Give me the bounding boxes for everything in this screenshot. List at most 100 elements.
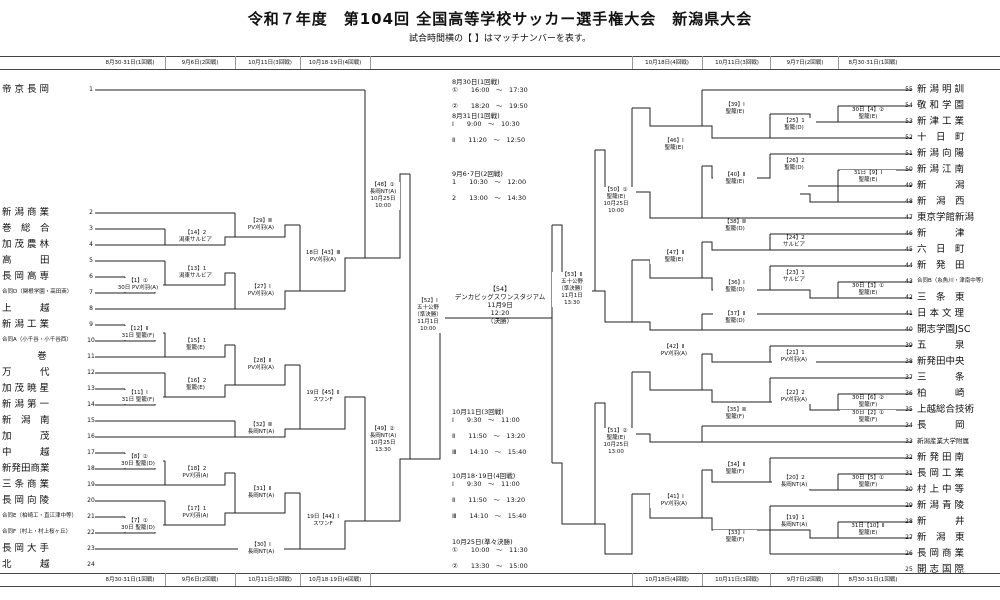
match-label: 【53】Ⅱ 五十公野 （準決勝） 11月1日 13:30	[552, 272, 592, 307]
team-name: 五 泉	[917, 340, 965, 351]
team-seed: 8	[89, 305, 93, 312]
team-name: 新 潟 工 業	[2, 319, 50, 330]
team-name: 三 条 商 業	[2, 479, 50, 490]
team-seed: 43	[905, 278, 913, 285]
schedule-block: 8月30日(1回戦) ① 16:00 ～ 17:30 ② 18:20 ～ 19:…	[452, 78, 528, 110]
match-label: 【32】Ⅲ 長岡NT(A)	[238, 422, 284, 436]
team-seed: 9	[89, 321, 93, 328]
page-title: 令和７年度 第104回 全国高等学校サッカー選手権大会 新潟県大会	[247, 10, 753, 28]
team-seed: 11	[87, 353, 95, 360]
match-label: 【38】Ⅲ 聖籠(D)	[713, 219, 757, 233]
match-label: 【23】1 サルビア	[772, 270, 816, 284]
team-seed: 18	[87, 465, 95, 472]
match-label: 【26】2 聖籠(D)	[772, 158, 816, 172]
col-sep	[838, 56, 839, 69]
col-header-left-4: 10月18·19日(4回戦)	[308, 60, 362, 66]
col-sep	[165, 573, 166, 586]
team-seed: 14	[87, 401, 95, 408]
team-name: 新 潟 南	[2, 415, 50, 426]
team-seed: 35	[905, 406, 913, 413]
match-label: 【25】1 聖籠(D)	[772, 118, 816, 132]
col-footer-right-3: 10月11日(3回戦)	[715, 577, 759, 583]
match-label: 19日【44】Ⅰ スワンF	[302, 514, 344, 528]
team-seed: 20	[87, 497, 95, 504]
team-name: 新発田商業	[2, 463, 50, 474]
team-name: 新 潟 第 一	[2, 399, 50, 410]
col-header-right-3: 10月11日(3回戦)	[715, 60, 759, 66]
match-label: 【22】2 PV刈羽(A)	[772, 390, 816, 404]
team-seed: 15	[87, 417, 95, 424]
col-sep	[300, 573, 301, 586]
match-label: 【11】Ⅰ 31日 聖籠(F)	[113, 390, 163, 404]
col-sep	[370, 573, 371, 586]
col-header-right-2: 9月7日(2回戦)	[786, 60, 824, 66]
team-seed: 23	[87, 545, 95, 552]
match-label: 30日【2】① 聖籠(F)	[840, 410, 896, 424]
team-name: 新 潟 明 訓	[917, 84, 965, 95]
match-label: 【39】Ⅰ 聖籠(E)	[713, 102, 757, 116]
team-name: 新 潟 西	[917, 196, 965, 207]
match-label: 【52】Ⅰ 五十公野 （準決勝） 11月1日 10:00	[411, 298, 445, 333]
team-note: 合同B（糸魚川・津南中等）	[917, 278, 987, 284]
team-name: 新 潟 商 業	[2, 207, 50, 218]
team-seed: 22	[87, 529, 95, 536]
col-sep	[235, 56, 236, 69]
col-footer-left-3: 10月11日(3回戦)	[248, 577, 292, 583]
team-name: 上越総合技術	[917, 404, 975, 415]
footer-rule-bottom	[0, 586, 1000, 587]
team-name: 十 日 町	[917, 132, 965, 143]
col-sep	[702, 56, 703, 69]
match-label: 【40】Ⅱ 聖籠(E)	[713, 172, 757, 186]
team-seed: 40	[905, 326, 913, 333]
team-name: 中 越	[2, 447, 50, 458]
team-note: 合同D（関根学園・高田商）	[2, 289, 73, 295]
match-label: 【13】1 潟東サルビア	[168, 266, 223, 280]
col-sep	[702, 573, 703, 586]
team-seed: 46	[905, 230, 913, 237]
match-label: 【47】Ⅱ 聖籠(E)	[650, 250, 698, 264]
team-seed: 50	[905, 166, 913, 173]
team-name: 万 代	[2, 367, 50, 378]
team-seed: 29	[905, 502, 913, 509]
team-name: 巻	[37, 351, 47, 362]
match-label: 30日【6】② 聖籠(F)	[840, 395, 896, 409]
col-footer-right-2: 9月7日(2回戦)	[786, 577, 824, 583]
match-label: 【20】2 長岡NT(A)	[772, 475, 816, 489]
col-footer-left-2: 9月6日(2回戦)	[181, 577, 219, 583]
col-sep	[770, 56, 771, 69]
match-label: 【46】Ⅰ 聖籠(E)	[650, 138, 698, 152]
team-name: 六 日 町	[917, 244, 965, 255]
match-label: 31日【10】Ⅱ 聖籠(E)	[840, 523, 896, 537]
team-name: 加 茂 暁 星	[2, 383, 50, 394]
team-seed: 16	[87, 433, 95, 440]
schedule-block: 10月25日(準々決勝) ① 10:00 ～ 11:30 ② 13:30 ～ 1…	[452, 538, 528, 570]
team-name: 新 井	[917, 516, 965, 527]
team-seed: 17	[87, 449, 95, 456]
team-name: 巻 総 合	[2, 223, 50, 234]
team-name: 日 本 文 理	[917, 308, 965, 319]
team-name: 新発田中央	[917, 356, 965, 367]
match-label: 【16】2 聖籠(E)	[168, 378, 223, 392]
match-label: 【28】Ⅱ PV刈羽(A)	[238, 358, 284, 372]
col-footer-right-1: 8月30·31日(1回戦)	[848, 577, 898, 583]
team-name: 新 潟 東	[917, 532, 965, 543]
team-seed: 30	[905, 486, 913, 493]
match-label: 【29】Ⅲ PV刈羽(A)	[238, 218, 284, 232]
team-seed: 12	[87, 369, 95, 376]
schedule-block: 10月18･19日(4回戦) Ⅰ 9:30 ～ 11:00 Ⅱ 11:50 ～ …	[452, 472, 527, 520]
team-seed: 36	[905, 390, 913, 397]
match-label: 【34】Ⅱ 聖籠(F)	[713, 462, 757, 476]
footer-rule-top	[0, 573, 1000, 574]
match-label: 【14】2 潟東サルビア	[168, 230, 223, 244]
match-label: 18日【43】Ⅲ PV刈羽(A)	[302, 250, 344, 264]
team-seed: 19	[87, 481, 95, 488]
match-label: 【8】② 30日 聖籠(D)	[113, 454, 163, 468]
col-sep	[300, 56, 301, 69]
team-name: 新 潟	[917, 180, 965, 191]
team-name: 長 岡 工 業	[917, 468, 965, 479]
team-seed: 32	[905, 454, 913, 461]
match-label: 【41】Ⅰ PV刈羽(A)	[650, 494, 698, 508]
team-seed: 1	[89, 86, 93, 93]
team-seed: 3	[89, 225, 93, 232]
